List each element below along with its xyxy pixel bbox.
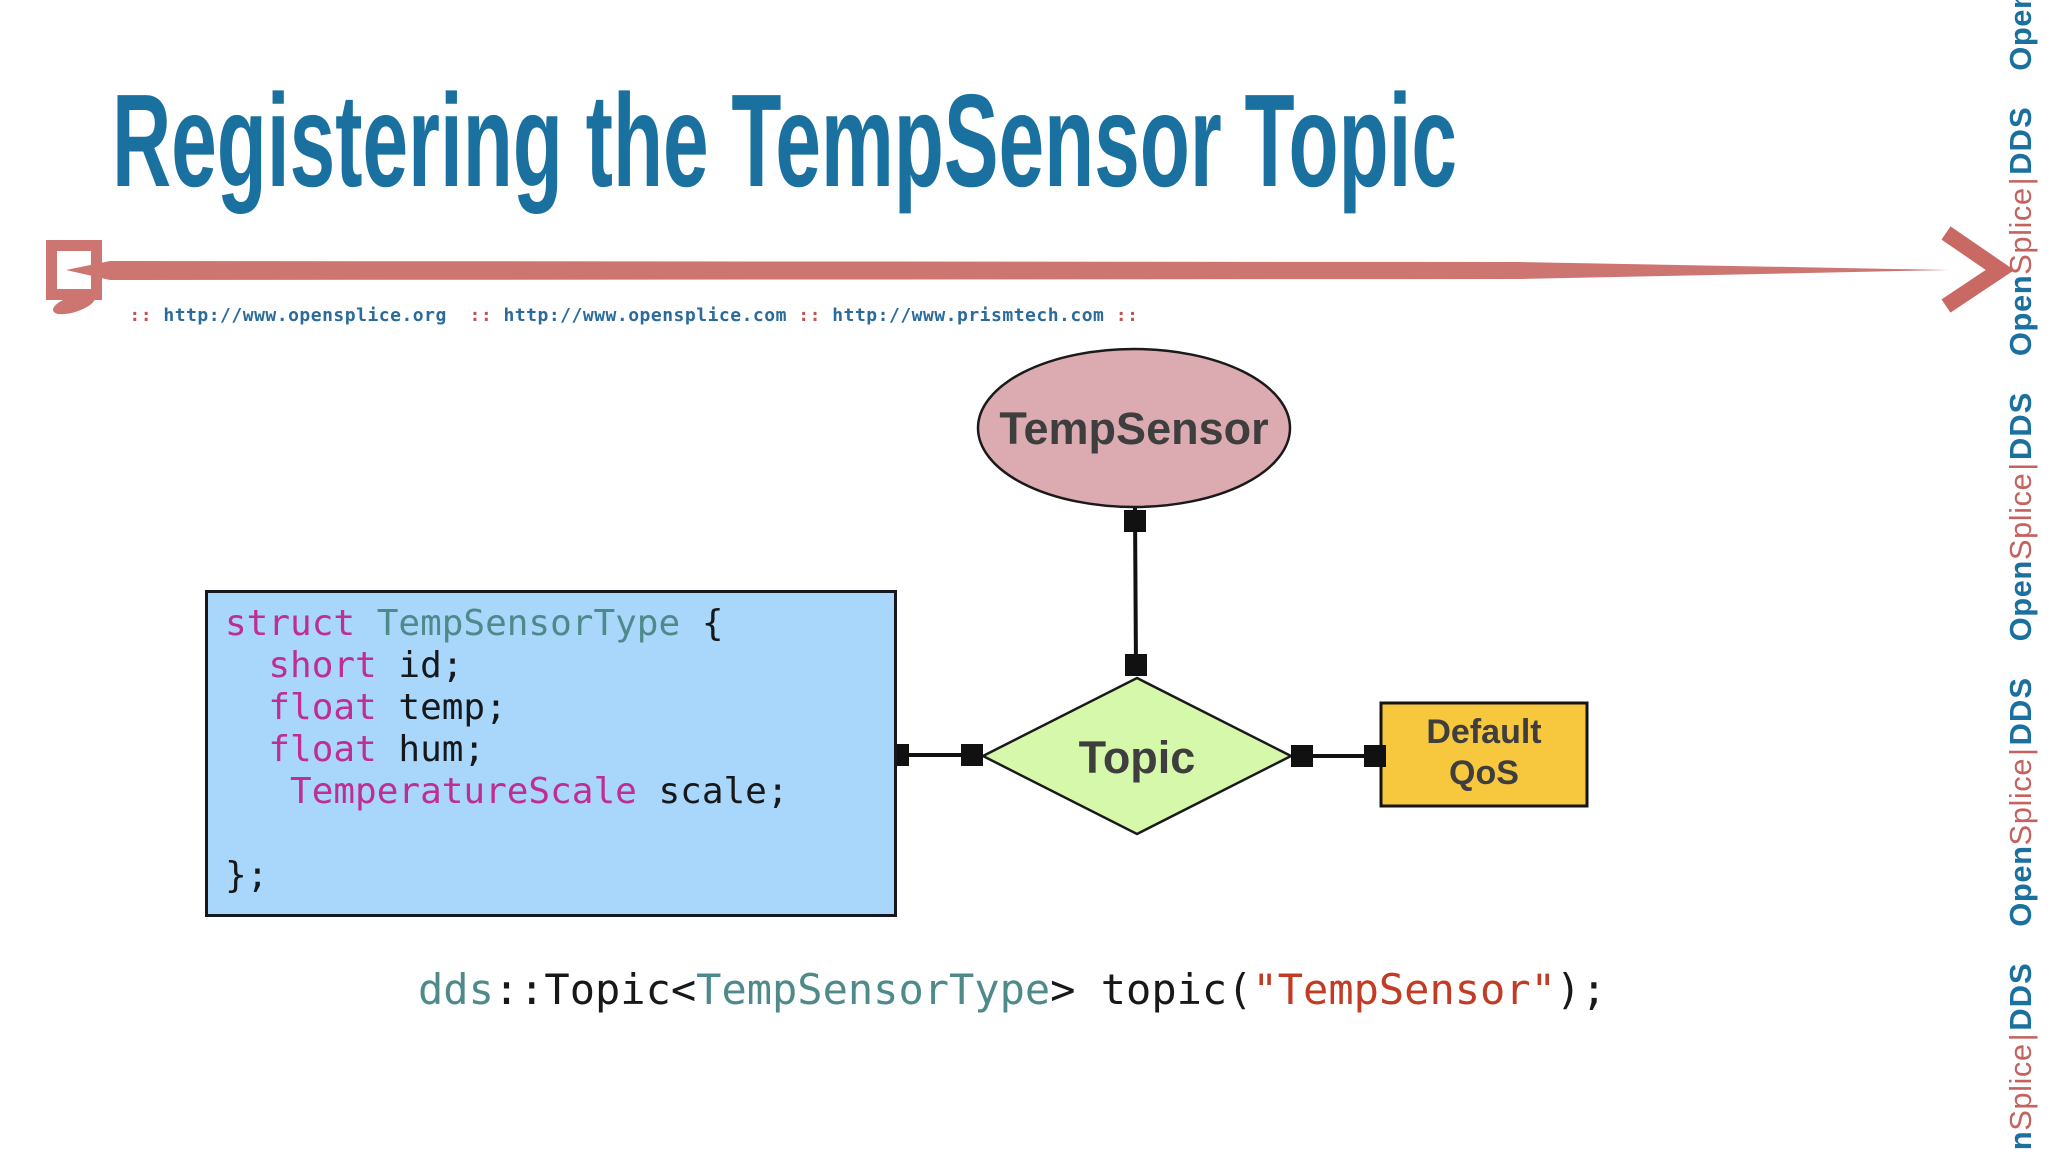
tempsensor-ellipse [976, 347, 1292, 509]
accent-underline [66, 261, 1949, 280]
url-separator: :: [446, 305, 504, 326]
brand-dds: DDS [2003, 677, 2038, 746]
brand-splice: Splice [2003, 1043, 2038, 1131]
stmt-text: ); [1555, 965, 1607, 1014]
topic-diamond [980, 676, 1294, 836]
sidebar-brand-unit: OpenSplice|DDS [2003, 392, 2038, 642]
connector-endpoint [1291, 745, 1313, 767]
connector-endpoint [961, 744, 983, 766]
code-text: { [680, 603, 724, 644]
sidebar-brand-unit: OpenSplice|DDS [2003, 962, 2038, 1152]
code-keyword: float [225, 729, 377, 770]
code-text: }; [225, 855, 269, 896]
code-keyword: float [225, 687, 377, 728]
stmt-type-param: TempSensorType [696, 965, 1051, 1014]
brand-sidebar-text: OpenSplice|DDS OpenSplice|DDS OpenSplice… [1994, 0, 2048, 1152]
code-keyword: struct [225, 603, 377, 644]
brand-splice: Splice [2003, 187, 2038, 275]
code-box: struct TempSensorType { short id; float … [205, 590, 897, 917]
brush-square-icon [46, 240, 102, 300]
stmt-string-literal: "TempSensor" [1252, 965, 1556, 1014]
stmt-namespace: dds [418, 965, 494, 1014]
brush-chevron-icon [1941, 226, 2015, 313]
code-typename: TempSensorType [376, 603, 681, 644]
connector-endpoint [1364, 745, 1386, 767]
connector-ellipse-diamond [1133, 507, 1138, 673]
sidebar-brand-unit: OpenSplice|DDS [2003, 0, 2038, 71]
qos-label-line2: QoS [1449, 754, 1519, 792]
code-text: temp; [376, 687, 507, 728]
code-line: }; [225, 855, 894, 897]
url-bar: :: http://www.opensplice.org :: http://w… [84, 284, 1138, 347]
code-text: scale; [636, 771, 789, 812]
code-text: hum; [376, 729, 486, 770]
code-line: float temp; [225, 687, 894, 729]
brand-open: Open [2003, 0, 2038, 71]
code-text [225, 813, 247, 854]
connector-endpoint [1124, 510, 1146, 532]
connector-endpoint [1125, 654, 1147, 676]
qos-label: Default QoS [1381, 712, 1587, 794]
url-link-prismtech-com: http://www.prismtech.com [832, 305, 1105, 326]
code-text: id; [376, 645, 464, 686]
url-link-opensplice-com: http://www.opensplice.com [503, 305, 787, 326]
brand-pipe: | [2003, 176, 2038, 186]
stmt-text: ::Topic< [493, 965, 697, 1014]
code-line: TemperatureScale scale; [225, 771, 894, 813]
code-line: short id; [225, 645, 894, 687]
qos-label-line1: Default [1426, 713, 1542, 751]
brand-splice: Splice [2003, 758, 2038, 846]
brand-pipe: | [2003, 462, 2038, 471]
brand-open: Open [2003, 845, 2038, 927]
cpp-statement: dds::Topic<TempSensorType> topic("TempSe… [418, 966, 1606, 1014]
url-separator: :: [786, 305, 833, 326]
brand-open: Open [2003, 274, 2038, 357]
code-line: float hum; [225, 729, 894, 771]
code-line: struct TempSensorType { [225, 603, 894, 645]
brand-splice: Splice [2003, 472, 2038, 561]
brand-pipe: | [2003, 1032, 2038, 1042]
stmt-text: > topic( [1050, 965, 1253, 1014]
brand-open: Open [2003, 1131, 2038, 1152]
brand-pipe: | [2003, 747, 2038, 757]
url-separator: :: [1104, 305, 1139, 326]
brand-dds: DDS [2003, 391, 2038, 461]
brand-sidebar: OpenSplice|DDS OpenSplice|DDS OpenSplice… [1994, 0, 2048, 1152]
url-link-opensplice-org: http://www.opensplice.org [163, 305, 447, 326]
sidebar-brand-unit: OpenSplice|DDS [2003, 677, 2038, 927]
sidebar-brand-unit: OpenSplice|DDS [2003, 106, 2038, 356]
code-keyword: short [225, 645, 377, 686]
url-separator: :: [129, 305, 164, 326]
qos-box [1379, 701, 1589, 808]
page-title: Registering the TempSensor Topic [112, 67, 1457, 214]
code-keyword: TemperatureScale [225, 771, 637, 812]
brush-blob [52, 293, 96, 315]
brand-open: Open [2003, 560, 2038, 642]
tempsensor-label: TempSensor [999, 403, 1269, 454]
brand-dds: DDS [2003, 106, 2038, 175]
brand-dds: DDS [2003, 962, 2038, 1031]
topic-label: Topic [1078, 732, 1196, 783]
code-line-blank [225, 813, 894, 855]
